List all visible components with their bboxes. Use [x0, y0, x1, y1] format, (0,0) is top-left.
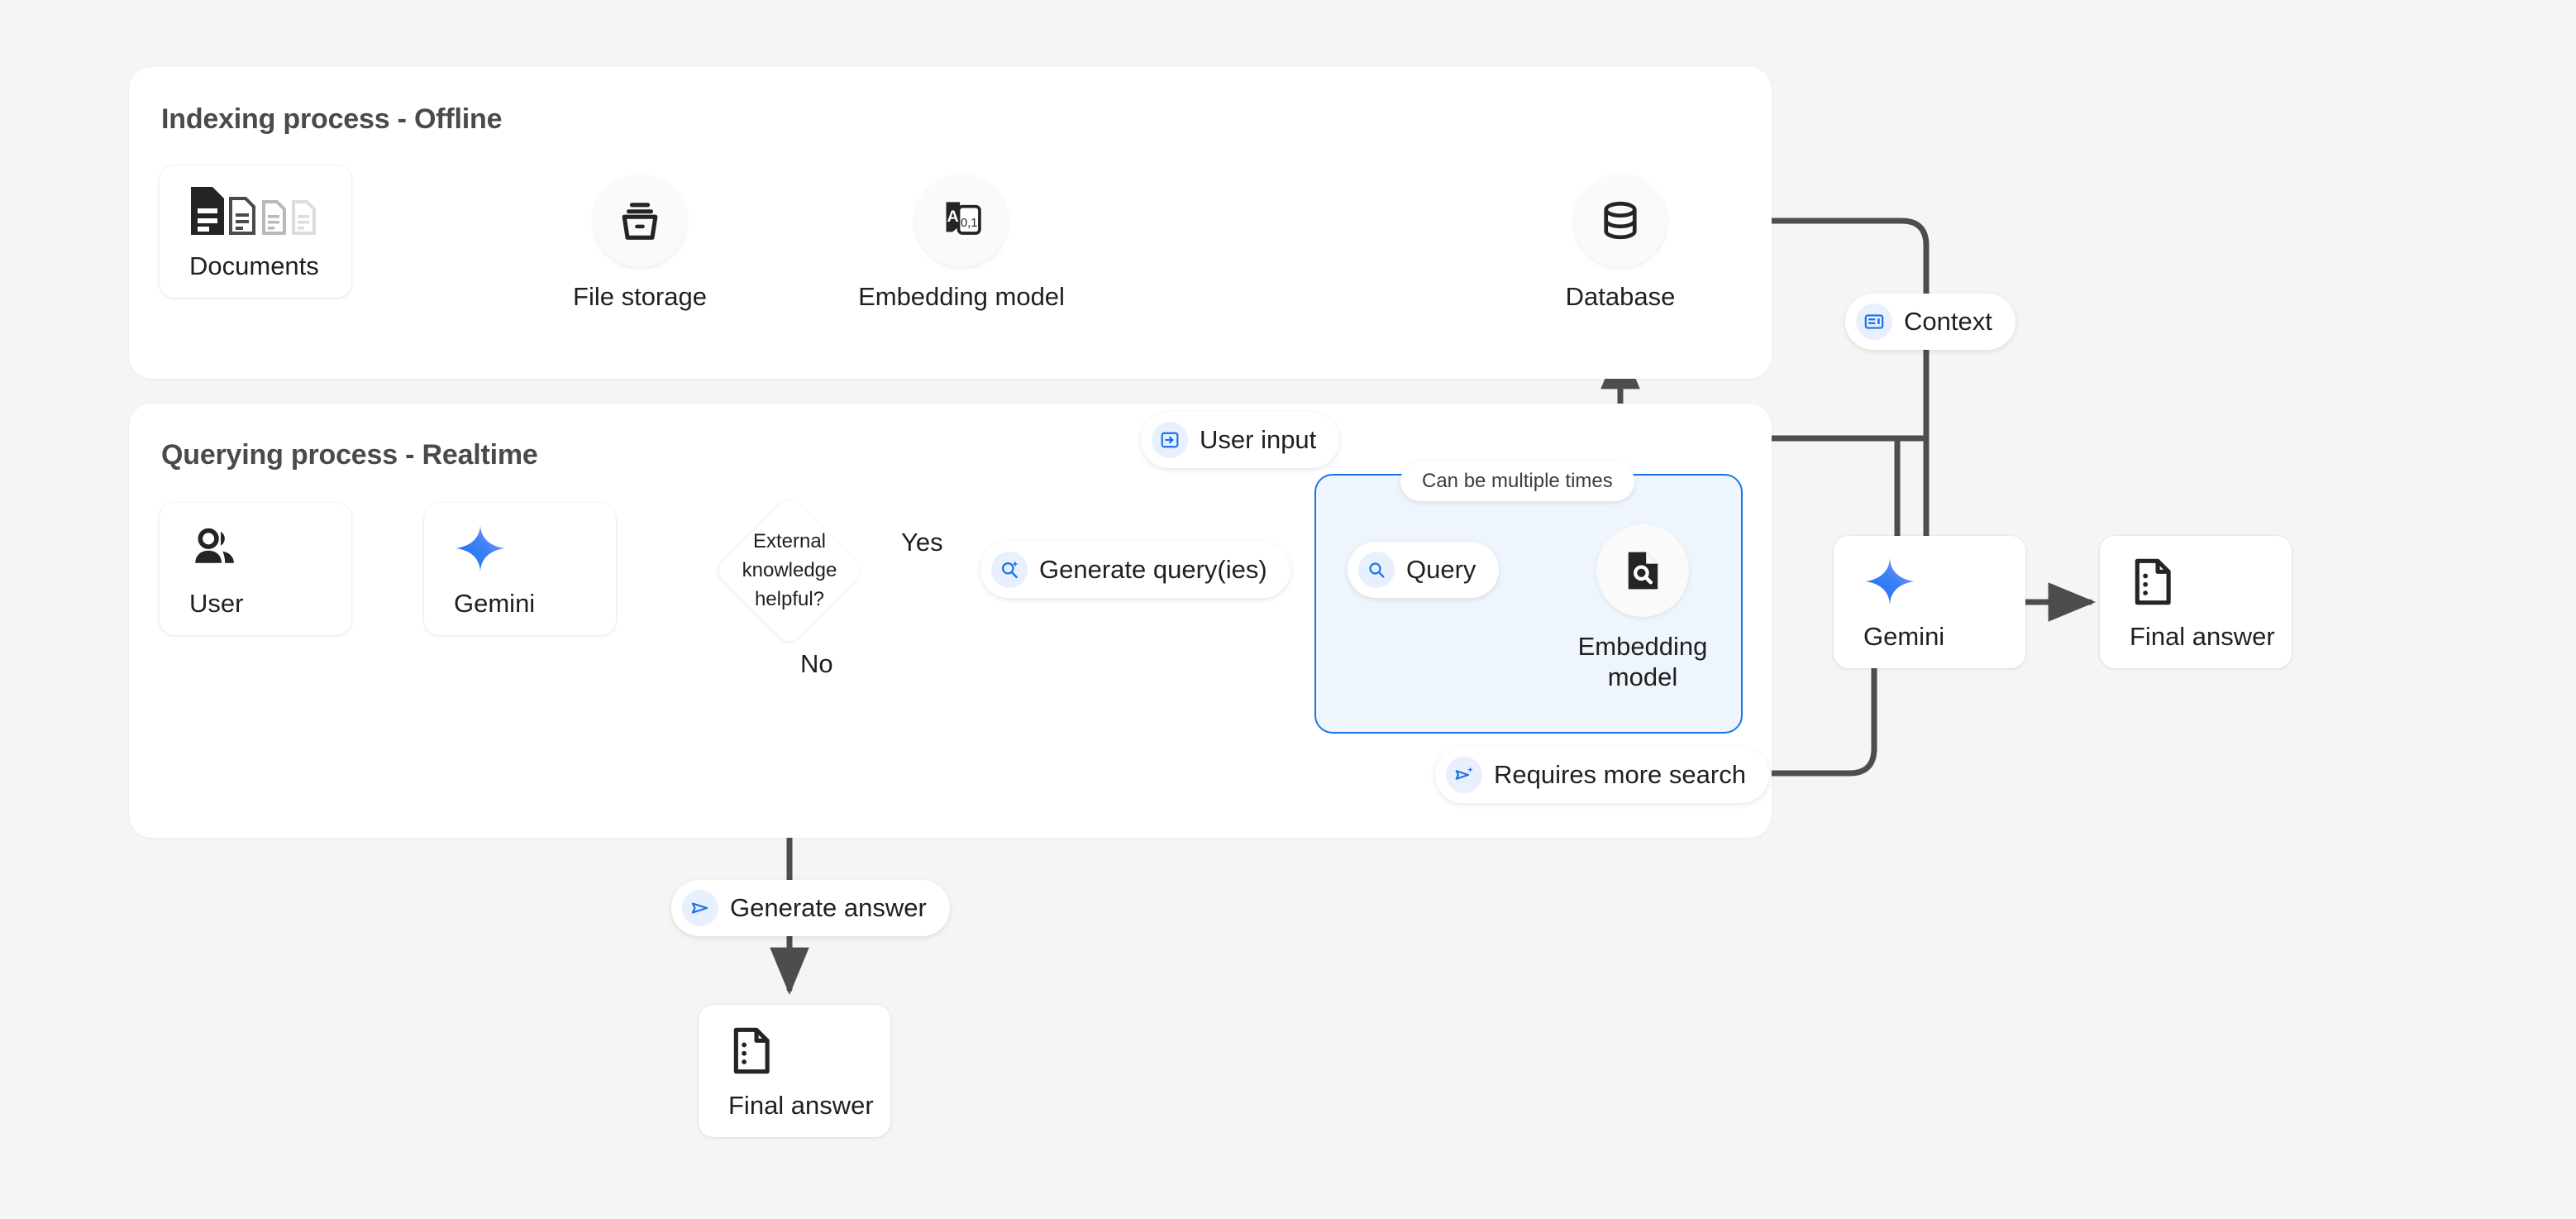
node-file-storage[interactable]: File storage — [570, 174, 710, 313]
decision-yes-label: Yes — [901, 528, 943, 557]
node-gemini-left-label: Gemini — [454, 589, 536, 618]
node-embedding-model-query[interactable]: Embedding model — [1572, 524, 1713, 692]
svg-text:A: A — [947, 208, 958, 226]
decision-line-1: External — [752, 529, 827, 552]
badge-requires-more-search[interactable]: Requires more search — [1435, 747, 1769, 803]
node-gemini-right-label: Gemini — [1863, 622, 1945, 651]
node-documents-label: Documents — [189, 251, 319, 280]
node-final-answer-right-label: Final answer — [2130, 622, 2275, 651]
node-embedding-model-label: Embedding model — [858, 282, 1065, 311]
context-card-icon — [1856, 304, 1892, 340]
node-gemini-right[interactable]: Gemini — [1834, 536, 2025, 668]
gemini-star-icon — [454, 519, 616, 577]
search-icon — [1358, 552, 1395, 588]
querying-panel-title: Querying process - Realtime — [161, 439, 538, 471]
database-icon — [1604, 201, 1637, 240]
svg-text:0,1: 0,1 — [961, 217, 978, 230]
badge-query-label: Query — [1406, 555, 1476, 584]
node-embedding-model-indexing[interactable]: 0,1 A Embedding model — [858, 174, 1065, 313]
database-circle — [1574, 174, 1667, 267]
loop-label-text: Can be multiple times — [1422, 470, 1613, 492]
node-embedding-model-query-label: Embedding model — [1577, 632, 1708, 691]
final-answer-doc-icon — [728, 1021, 890, 1079]
external-knowledge-decision[interactable]: External knowledge helpful? — [713, 495, 866, 647]
badge-generate-answer[interactable]: Generate answer — [671, 880, 950, 936]
node-final-answer-right[interactable]: Final answer — [2100, 536, 2292, 668]
badge-generate-query[interactable]: Generate query(ies) — [980, 542, 1290, 598]
decision-no-label: No — [800, 649, 833, 678]
badge-requires-more-search-label: Requires more search — [1494, 760, 1746, 789]
badge-generate-query-label: Generate query(ies) — [1039, 555, 1267, 584]
final-answer-doc-icon — [2130, 552, 2292, 610]
send-icon — [682, 890, 718, 926]
node-documents[interactable]: Documents — [160, 165, 351, 298]
badge-query[interactable]: Query — [1348, 542, 1500, 598]
decision-line-2: knowledge — [742, 558, 837, 581]
badge-context-label: Context — [1904, 307, 1992, 336]
node-final-answer-bottom-label: Final answer — [728, 1091, 874, 1120]
embedding-model-icon: 0,1 A — [946, 202, 981, 235]
node-gemini-left[interactable]: Gemini — [424, 503, 616, 635]
decision-line-3: helpful? — [754, 587, 825, 610]
indexing-panel-title: Indexing process - Offline — [161, 103, 503, 135]
file-storage-icon — [622, 203, 658, 240]
node-database-label: Database — [1565, 282, 1676, 311]
search-sparkle-icon — [991, 552, 1028, 588]
document-search-icon — [1628, 552, 1658, 590]
badge-generate-answer-label: Generate answer — [730, 893, 927, 922]
badge-can-be-multiple-times: Can be multiple times — [1400, 461, 1634, 501]
embedding-model-query-circle — [1596, 524, 1689, 617]
node-database[interactable]: Database — [1550, 174, 1691, 313]
badge-context[interactable]: Context — [1845, 294, 2015, 350]
send-sparkle-icon — [1446, 757, 1482, 793]
login-arrow-icon — [1152, 422, 1188, 458]
embedding-model-circle: 0,1 A — [915, 174, 1008, 267]
documents-stack-icon — [189, 182, 351, 240]
node-final-answer-bottom[interactable]: Final answer — [699, 1005, 890, 1137]
file-storage-circle — [594, 174, 686, 267]
badge-user-input[interactable]: User input — [1141, 412, 1340, 468]
decision-diamond-text: External knowledge helpful? — [742, 528, 837, 614]
node-user[interactable]: User — [160, 503, 351, 635]
node-user-label: User — [189, 589, 244, 618]
node-file-storage-label: File storage — [573, 282, 707, 311]
badge-user-input-label: User input — [1200, 425, 1317, 454]
gemini-star-icon — [1863, 552, 2025, 610]
user-group-icon — [189, 519, 351, 577]
